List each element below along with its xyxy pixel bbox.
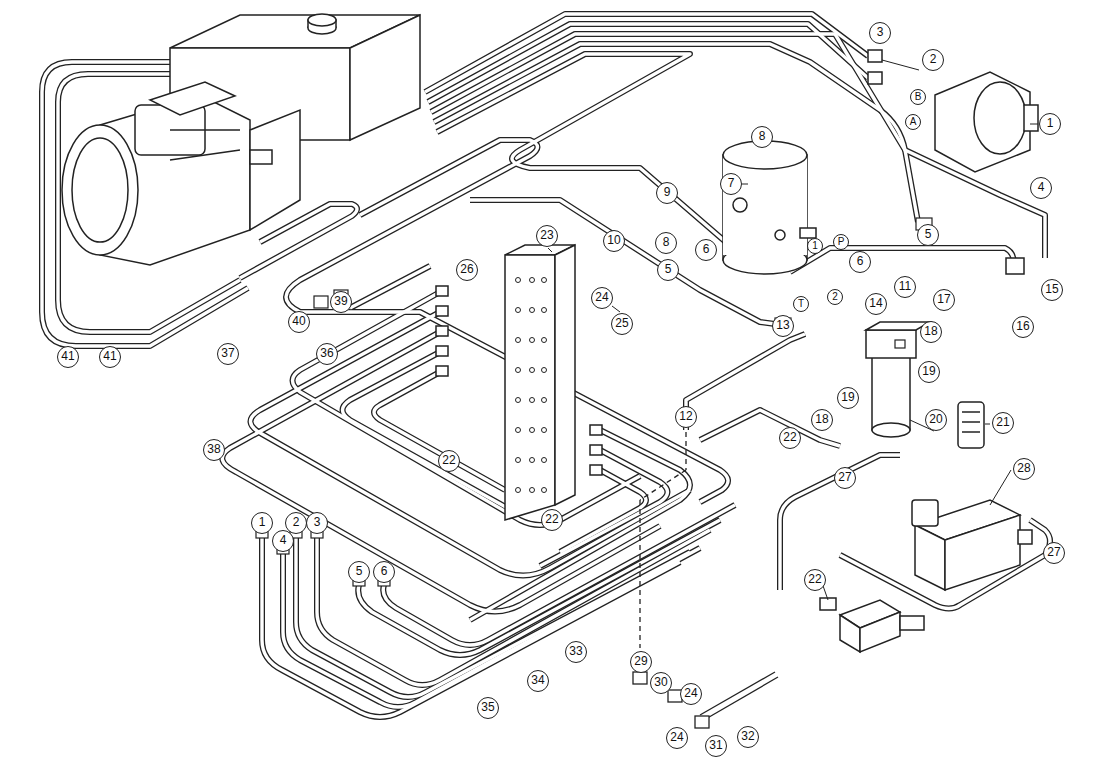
callout-number: 16 bbox=[1012, 316, 1034, 338]
fittings bbox=[256, 218, 932, 586]
callout-number: A bbox=[905, 114, 921, 130]
callout-number: 38 bbox=[203, 439, 225, 461]
leader-lines bbox=[548, 60, 1038, 600]
callout-number: 6 bbox=[695, 239, 717, 261]
manifold-block bbox=[436, 245, 602, 520]
callout-number: 36 bbox=[316, 343, 338, 365]
callout-number: 3 bbox=[869, 22, 891, 44]
callout-number: 19 bbox=[837, 387, 859, 409]
callout-number: 5 bbox=[917, 224, 939, 246]
callout-number: 22 bbox=[779, 427, 801, 449]
test-coupling bbox=[633, 432, 778, 728]
callout-number: 22 bbox=[804, 569, 826, 591]
callout-number: 10 bbox=[603, 230, 625, 252]
callout-number: 1 bbox=[1039, 113, 1061, 135]
callout-number: 32 bbox=[737, 726, 759, 748]
callout-number: 19 bbox=[918, 361, 940, 383]
callout-number: 4 bbox=[1030, 177, 1052, 199]
callout-number: 17 bbox=[933, 289, 955, 311]
callout-number: 6 bbox=[373, 561, 395, 583]
callout-number: 41 bbox=[99, 346, 121, 368]
callout-number: 6 bbox=[849, 251, 871, 273]
return-filter bbox=[866, 258, 1024, 448]
callout-number: 2 bbox=[922, 49, 944, 71]
relief-valve bbox=[820, 598, 924, 652]
callout-number: 27 bbox=[834, 467, 856, 489]
callout-number: 5 bbox=[348, 561, 370, 583]
callout-number: 31 bbox=[705, 735, 727, 757]
callout-number: 40 bbox=[288, 311, 310, 333]
callout-number: 24 bbox=[680, 683, 702, 705]
hoses bbox=[42, 14, 1050, 717]
callout-number: 7 bbox=[720, 173, 742, 195]
callout-number: 29 bbox=[630, 651, 652, 673]
callout-number: 1 bbox=[251, 512, 273, 534]
callout-number: P bbox=[833, 234, 849, 250]
callout-number: 28 bbox=[1013, 458, 1035, 480]
directional-valve bbox=[912, 500, 1032, 590]
motor-pump bbox=[62, 82, 300, 265]
callout-number: 18 bbox=[811, 409, 833, 431]
callout-number: 41 bbox=[57, 346, 79, 368]
callout-number: 21 bbox=[992, 412, 1014, 434]
callout-number: T bbox=[793, 296, 809, 312]
callout-number: 11 bbox=[894, 276, 916, 298]
callout-number: 13 bbox=[772, 315, 794, 337]
callout-number: 23 bbox=[536, 225, 558, 247]
rotary-actuator bbox=[868, 50, 1038, 172]
callout-number: 8 bbox=[655, 232, 677, 254]
callout-number: 33 bbox=[565, 641, 587, 663]
callout-number: 24 bbox=[591, 287, 613, 309]
callout-number: 14 bbox=[865, 293, 887, 315]
callout-number: 12 bbox=[675, 406, 697, 428]
callout-number: 34 bbox=[527, 670, 549, 692]
callout-number: 37 bbox=[217, 343, 239, 365]
callout-number: 2 bbox=[827, 289, 843, 305]
callout-number: 26 bbox=[456, 259, 478, 281]
filter-housing bbox=[723, 141, 816, 274]
callout-number: 27 bbox=[1043, 542, 1065, 564]
callout-number: 15 bbox=[1041, 279, 1063, 301]
callout-number: 3 bbox=[306, 512, 328, 534]
callout-number: 25 bbox=[611, 313, 633, 335]
callout-number: 9 bbox=[656, 182, 678, 204]
callout-number: 4 bbox=[272, 530, 294, 552]
callout-number: 22 bbox=[438, 450, 460, 472]
callout-number: 30 bbox=[650, 672, 672, 694]
callout-number: 24 bbox=[666, 727, 688, 749]
callout-number: 39 bbox=[330, 291, 352, 313]
callout-number: 1 bbox=[807, 238, 823, 254]
callout-number: 8 bbox=[751, 126, 773, 148]
callout-number: 35 bbox=[477, 697, 499, 719]
callout-number: 20 bbox=[925, 409, 947, 431]
callout-number: 18 bbox=[920, 321, 942, 343]
callout-number: B bbox=[910, 89, 926, 105]
callout-number: 22 bbox=[541, 509, 563, 531]
callout-number: 5 bbox=[657, 259, 679, 281]
